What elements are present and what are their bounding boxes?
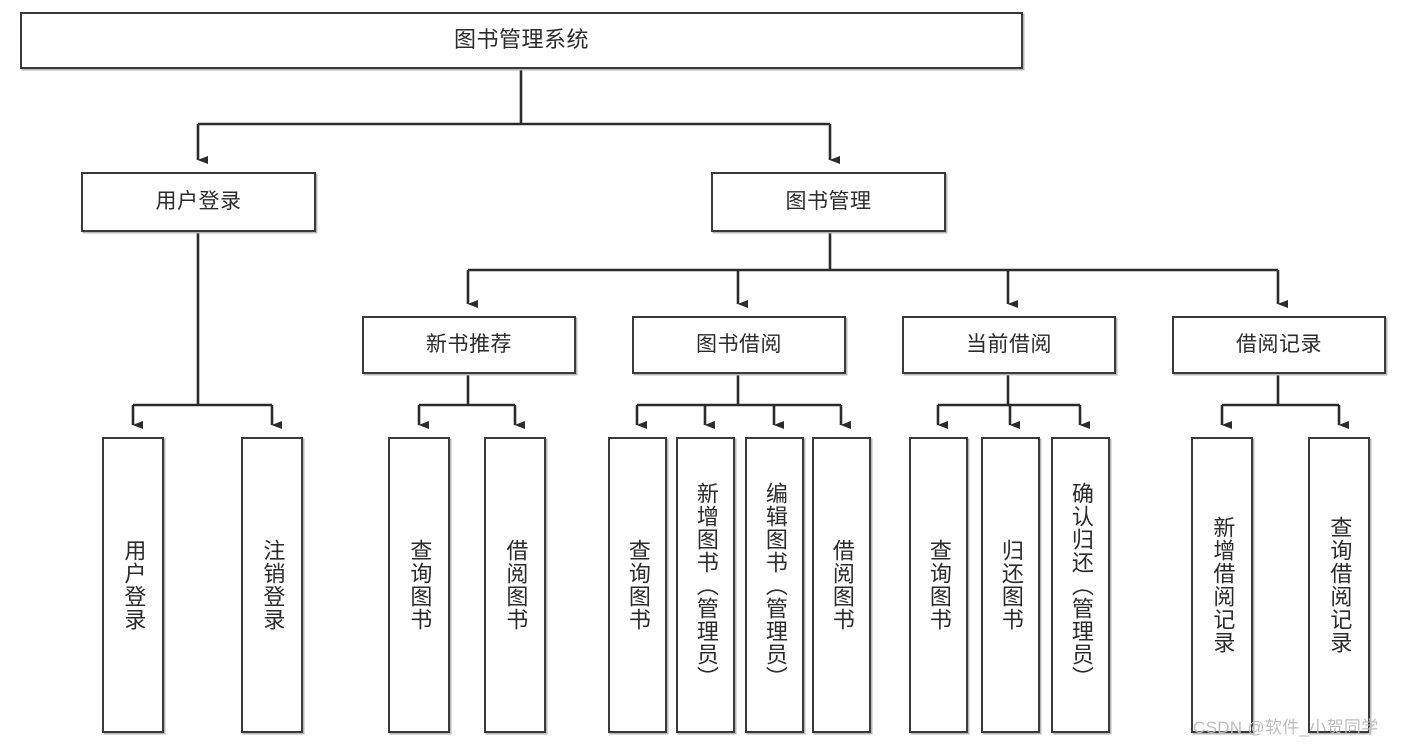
edges-book-borrow-to-leaves [635, 374, 852, 430]
node-borrow-record-label: 借阅记录 [1236, 333, 1322, 357]
node-book-manage-label: 图书管理 [785, 190, 872, 214]
node-book-borrow-label: 图书借阅 [696, 333, 782, 357]
node-return-book[interactable]: 归还图书 [981, 437, 1040, 733]
node-root-system[interactable]: 图书管理系统 [20, 12, 1023, 69]
node-current-borrow[interactable]: 当前借阅 [902, 316, 1116, 374]
node-borrow-book-borrow[interactable]: 借阅图书 [812, 437, 871, 733]
node-add-book-admin[interactable]: 新增图书（管理员） [676, 437, 735, 733]
node-query-borrow-record[interactable]: 查询借阅记录 [1308, 437, 1370, 733]
edges-user-login-to-leaves [131, 232, 283, 430]
node-confirm-return-admin-label: 确认归还（管理员） [1068, 481, 1094, 689]
node-book-borrow[interactable]: 图书借阅 [632, 316, 846, 374]
node-return-book-label: 归还图书 [998, 539, 1024, 631]
edges-book-manage-to-level3 [466, 232, 1289, 309]
node-query-book-current-label: 查询图书 [926, 539, 952, 631]
node-root-label: 图书管理系统 [453, 27, 589, 53]
node-borrow-book-rec[interactable]: 借阅图书 [484, 437, 546, 733]
node-user-login-label: 用户登录 [155, 190, 242, 214]
node-user-login[interactable]: 用户登录 [81, 172, 316, 232]
node-add-borrow-record-label: 新增借阅记录 [1210, 516, 1236, 654]
node-query-book-current[interactable]: 查询图书 [909, 437, 968, 733]
node-add-borrow-record[interactable]: 新增借阅记录 [1191, 437, 1253, 733]
node-logout-leaf[interactable]: 注销登录 [241, 437, 303, 733]
node-query-book-borrow[interactable]: 查询图书 [608, 437, 667, 733]
node-user-login-leaf[interactable]: 用户登录 [102, 437, 164, 733]
node-logout-leaf-label: 注销登录 [260, 539, 286, 631]
edges-new-book-rec-to-leaves [417, 374, 526, 430]
node-borrow-record[interactable]: 借阅记录 [1172, 316, 1386, 374]
node-borrow-book-borrow-label: 借阅图书 [829, 539, 855, 631]
node-query-borrow-record-label: 查询借阅记录 [1327, 516, 1353, 654]
node-query-book-borrow-label: 查询图书 [625, 539, 651, 631]
node-borrow-book-rec-label: 借阅图书 [503, 539, 529, 631]
node-new-book-recommendation[interactable]: 新书推荐 [362, 316, 576, 374]
edges-current-borrow-to-leaves [936, 374, 1091, 430]
node-edit-book-admin[interactable]: 编辑图书（管理员） [745, 437, 804, 733]
node-add-book-admin-label: 新增图书（管理员） [693, 481, 719, 689]
node-new-book-recommendation-label: 新书推荐 [426, 333, 512, 357]
node-query-book-rec[interactable]: 查询图书 [388, 437, 450, 733]
edges-borrow-record-to-leaves [1220, 374, 1350, 430]
node-query-book-rec-label: 查询图书 [407, 539, 433, 631]
node-edit-book-admin-label: 编辑图书（管理员） [762, 481, 788, 689]
node-current-borrow-label: 当前借阅 [966, 333, 1052, 357]
edges-root-to-level2 [196, 69, 841, 165]
node-confirm-return-admin[interactable]: 确认归还（管理员） [1051, 437, 1110, 733]
node-book-manage[interactable]: 图书管理 [711, 172, 946, 232]
node-user-login-leaf-label: 用户登录 [121, 539, 147, 631]
csdn-watermark: CSDN @软件_小贺同学 [1193, 718, 1379, 737]
